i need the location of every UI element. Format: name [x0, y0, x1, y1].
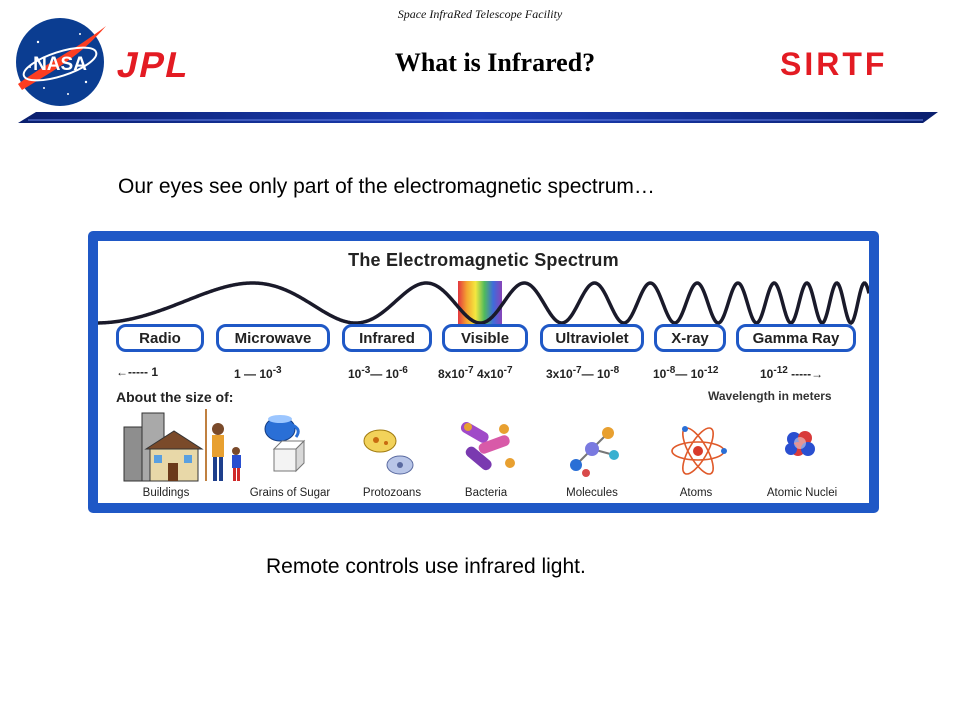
band-gamma-ray: Gamma Ray [736, 324, 856, 352]
protozoans-icon [363, 429, 414, 475]
header-subtitle: Space InfraRed Telescope Facility [397, 7, 563, 21]
band-visible: Visible [442, 324, 528, 352]
band-ultraviolet: Ultraviolet [540, 324, 644, 352]
object-label-bacteria: Bacteria [464, 487, 508, 499]
band-infrared: Infrared [342, 324, 432, 352]
spectrum-diagram: The Electromagnetic Spectrum Radio Micro… [88, 231, 879, 513]
molecules-icon [570, 427, 619, 477]
object-label-atoms: Atoms [679, 487, 713, 499]
wavelength-infrared: 10-3— 10-6 [348, 365, 408, 381]
sugar-icon [264, 415, 306, 473]
wavelength-visible: 8x10-7 4x10-7 [438, 365, 513, 381]
object-label-atomic-nuclei: Atomic Nuclei [766, 487, 838, 499]
object-label-molecules: Molecules [566, 487, 618, 499]
header-divider [18, 112, 938, 123]
object-label-protozoans: Protozoans [362, 487, 422, 499]
atoms-icon [671, 426, 727, 475]
lead-text: Our eyes see only part of the electromag… [118, 175, 655, 198]
wavelength-gamma: 10-12 -----→ [760, 365, 824, 381]
spectrum-panel: The Electromagnetic Spectrum Radio Micro… [98, 241, 869, 503]
wavelength-caption: Wavelength in meters [708, 389, 832, 403]
svg-text:NASA: NASA [33, 54, 87, 75]
wavelength-microwave: 1 — 10-3 [234, 365, 282, 381]
spectrum-wave [98, 281, 869, 329]
wavelength-xray: 10-8— 10-12 [653, 365, 719, 381]
band-microwave: Microwave [216, 324, 330, 352]
buildings-icon [123, 409, 241, 482]
object-label-sugar: Grains of Sugar [249, 487, 331, 499]
spectrum-title: The Electromagnetic Spectrum [348, 250, 619, 270]
wavelength-radio: ←----- 1 [116, 365, 159, 379]
about-size-label: About the size of: [116, 389, 234, 405]
remote-controls-text: Remote controls use infrared light. [266, 555, 586, 578]
page-title: What is Infrared? [394, 48, 596, 77]
atomic-nuclei-icon [785, 431, 815, 456]
band-xray: X-ray [654, 324, 726, 352]
wavelength-ultraviolet: 3x10-7— 10-8 [546, 365, 620, 381]
visible-band-rainbow [458, 281, 502, 329]
sirtf-logo: SIRTF [780, 46, 888, 82]
nasa-logo: NASA [16, 18, 106, 106]
object-label-buildings: Buildings [142, 487, 190, 499]
bacteria-icon [460, 422, 515, 471]
band-radio: Radio [116, 324, 204, 352]
